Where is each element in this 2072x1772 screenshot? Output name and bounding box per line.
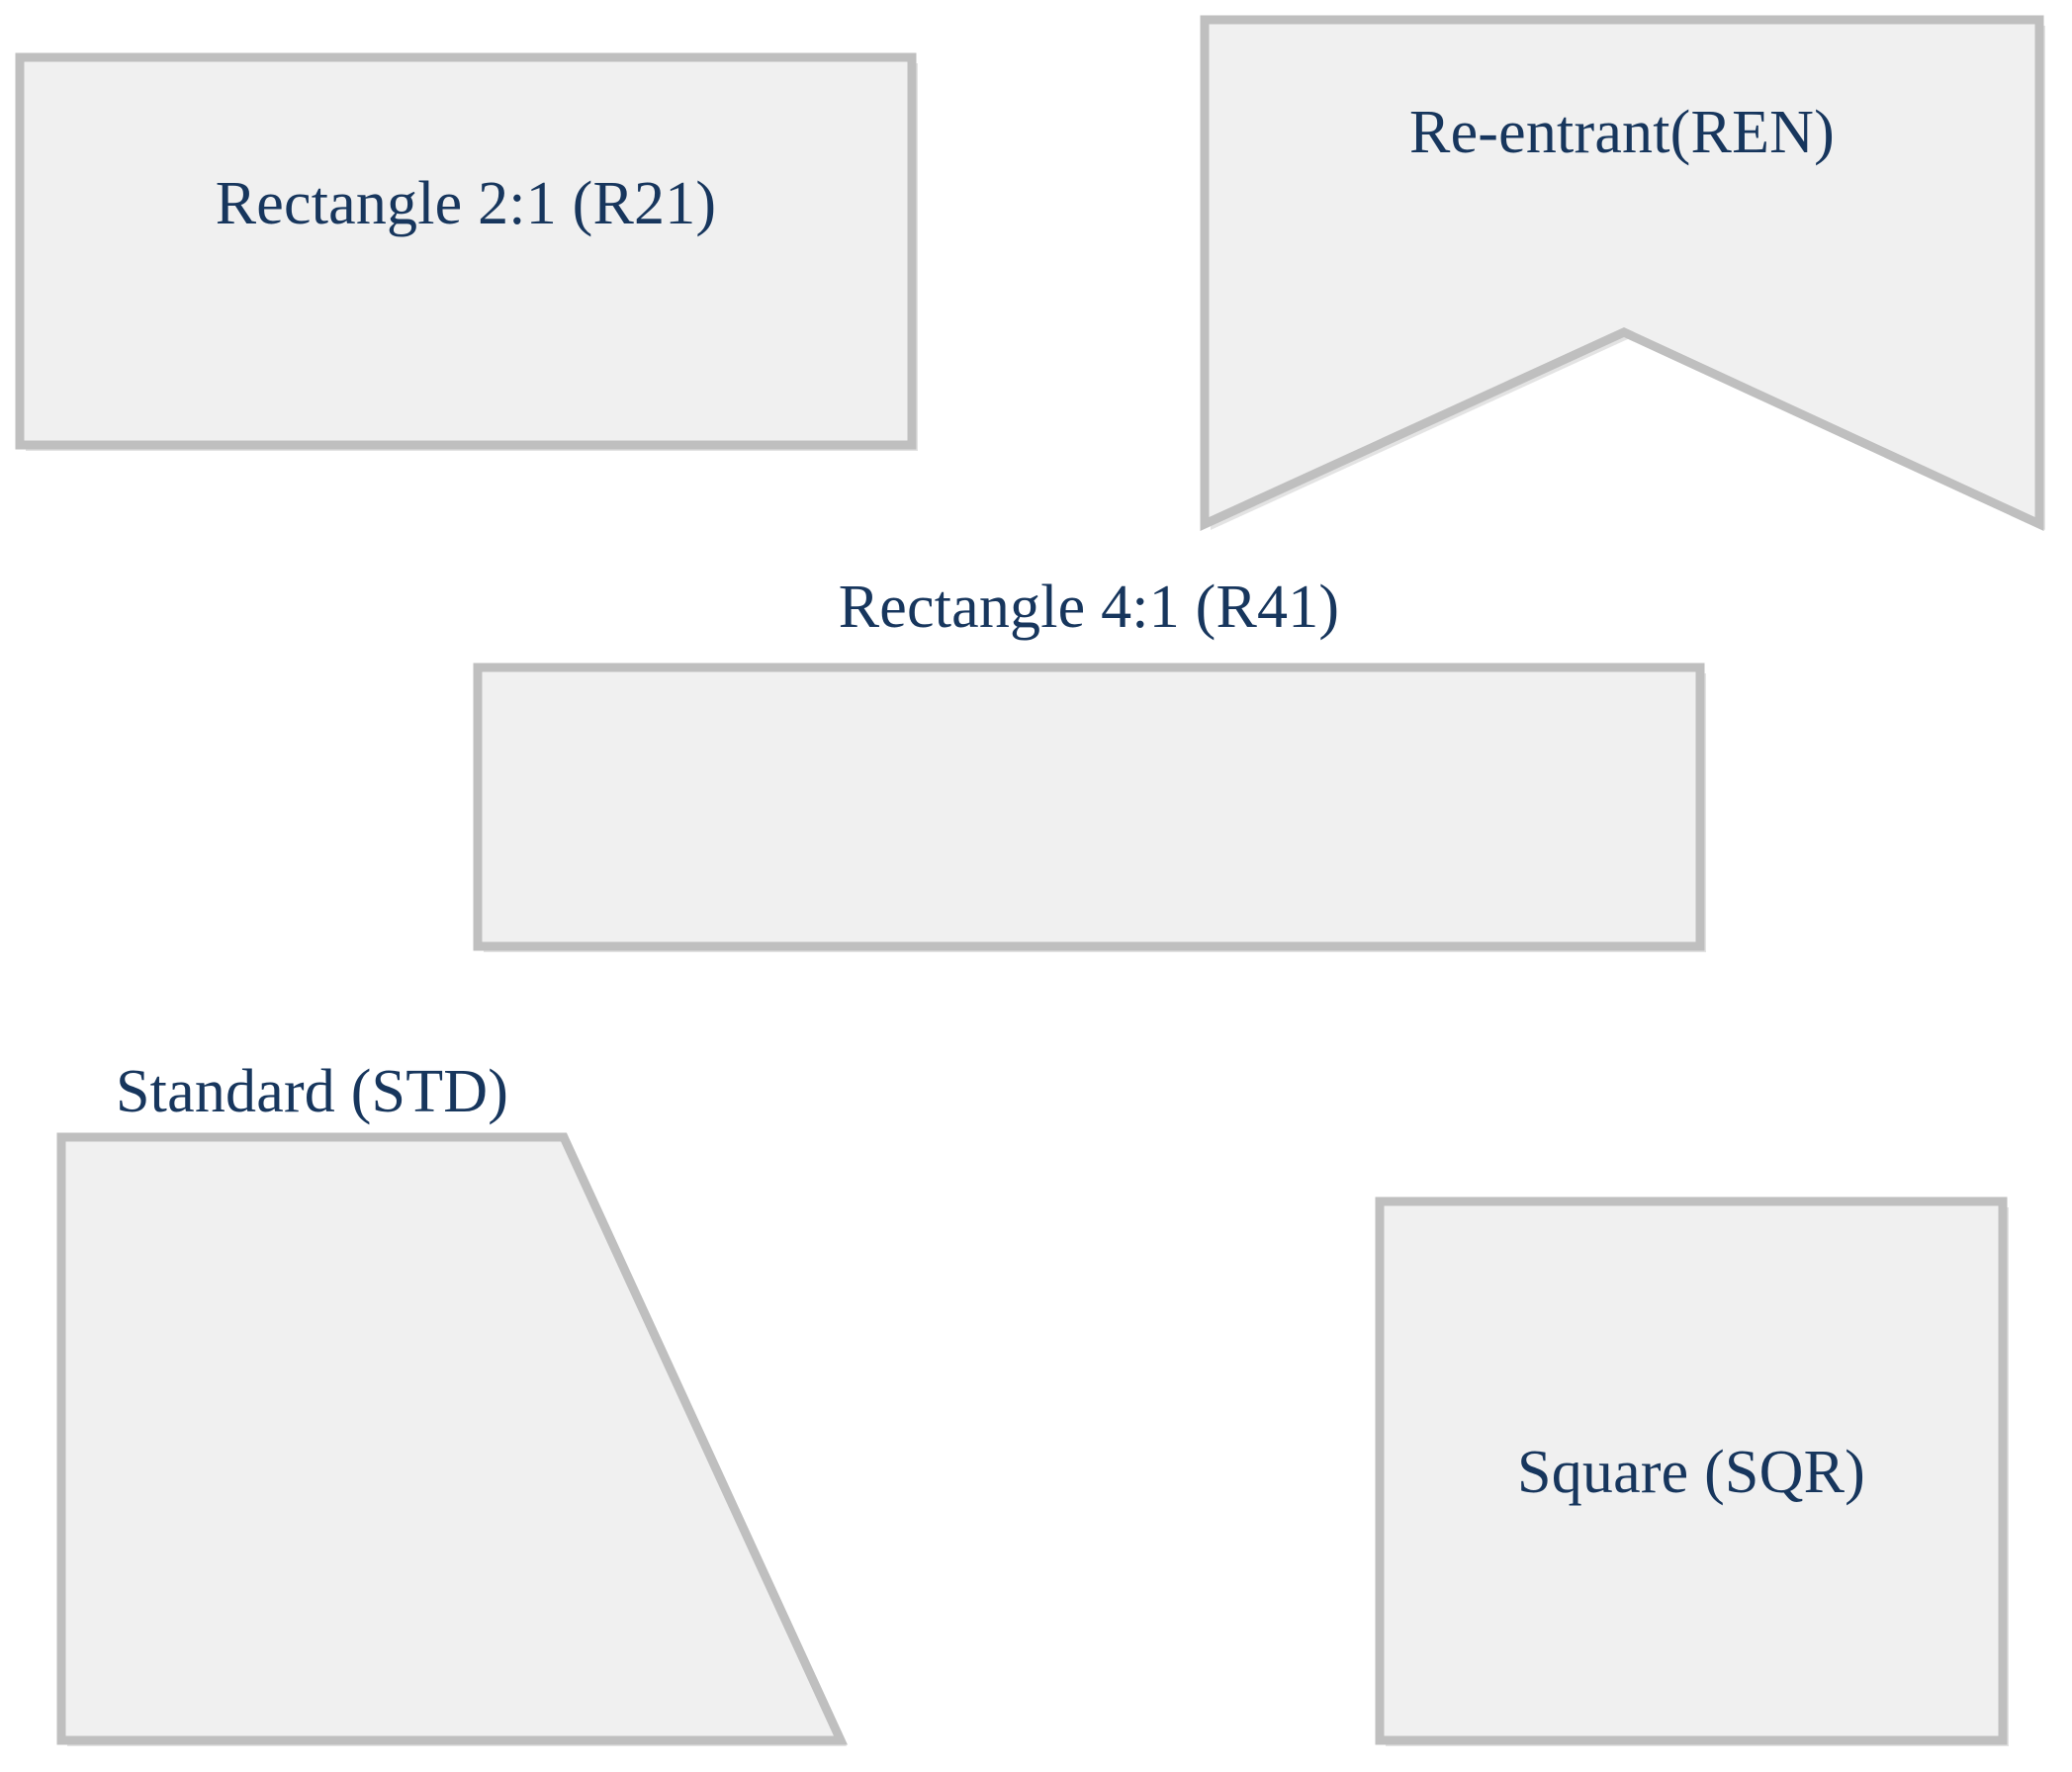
square-outline (1375, 1196, 2008, 1745)
rectangle-2-1-outline (15, 52, 917, 450)
rectangle-4-1-outline (473, 663, 1705, 951)
shape-re-entrant (1185, 0, 2072, 554)
rectangle-4-1-label: Rectangle 4:1 (R41) (838, 574, 1340, 641)
shape-rectangle-4-1 (458, 643, 1734, 989)
shape-rectangle-2-1 (0, 30, 949, 485)
shape-square (1360, 1182, 2042, 1772)
shape-standard-trapezoid (42, 1108, 882, 1772)
standard-trapezoid-outline (56, 1132, 849, 1745)
re-entrant-outline (1200, 15, 2044, 532)
